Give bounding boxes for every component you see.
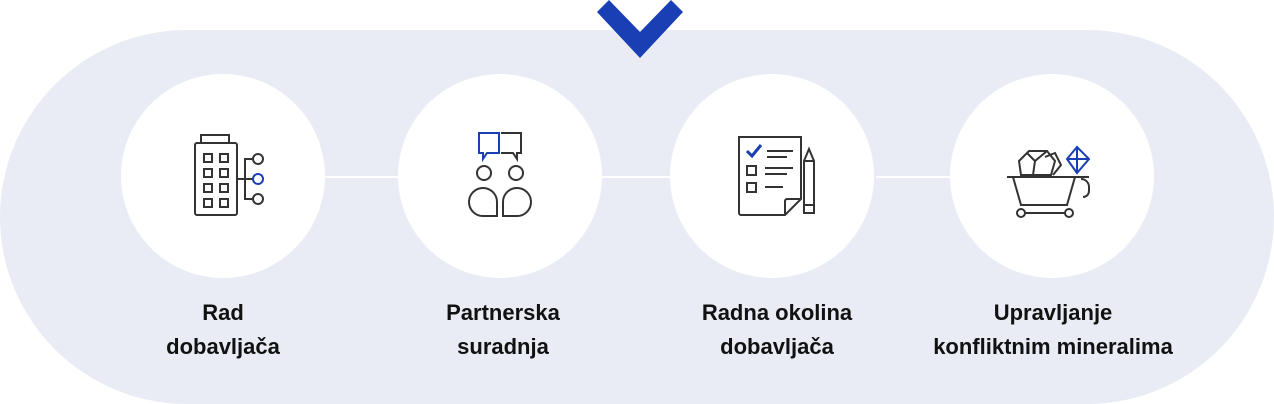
step-label-line: dobavljača <box>166 334 280 359</box>
step-circle-partnership <box>398 74 602 278</box>
step-label-line: Radna okolina <box>701 300 853 325</box>
step-label-line: dobavljača <box>720 334 834 359</box>
step-label-line: Partnerska <box>446 300 560 325</box>
partnership-icon <box>468 132 532 217</box>
step-label: Rad dobavljača <box>78 296 368 364</box>
supplier-building-icon <box>194 134 264 216</box>
step-label: Partnerska suradnja <box>358 296 648 364</box>
step-label-line: konfliktnim mineralima <box>933 334 1173 359</box>
step-circle-supplier-work <box>121 74 325 278</box>
step-label-line: Upravljanje <box>993 300 1113 325</box>
step-label: Radna okolina dobavljača <box>632 296 922 364</box>
step-circle-conflict-minerals <box>950 74 1154 278</box>
connector-line <box>320 176 410 178</box>
connector-line <box>876 176 956 178</box>
checklist-pencil-icon <box>738 136 815 216</box>
connector-line <box>596 176 676 178</box>
step-label: Upravljanje konfliktnim mineralima <box>908 296 1198 364</box>
mineral-cart-icon <box>1007 145 1091 218</box>
chevron-down-icon <box>597 0 683 58</box>
step-label-line: Rad <box>202 300 244 325</box>
step-circle-supplier-environment <box>670 74 874 278</box>
step-label-line: suradnja <box>457 334 549 359</box>
